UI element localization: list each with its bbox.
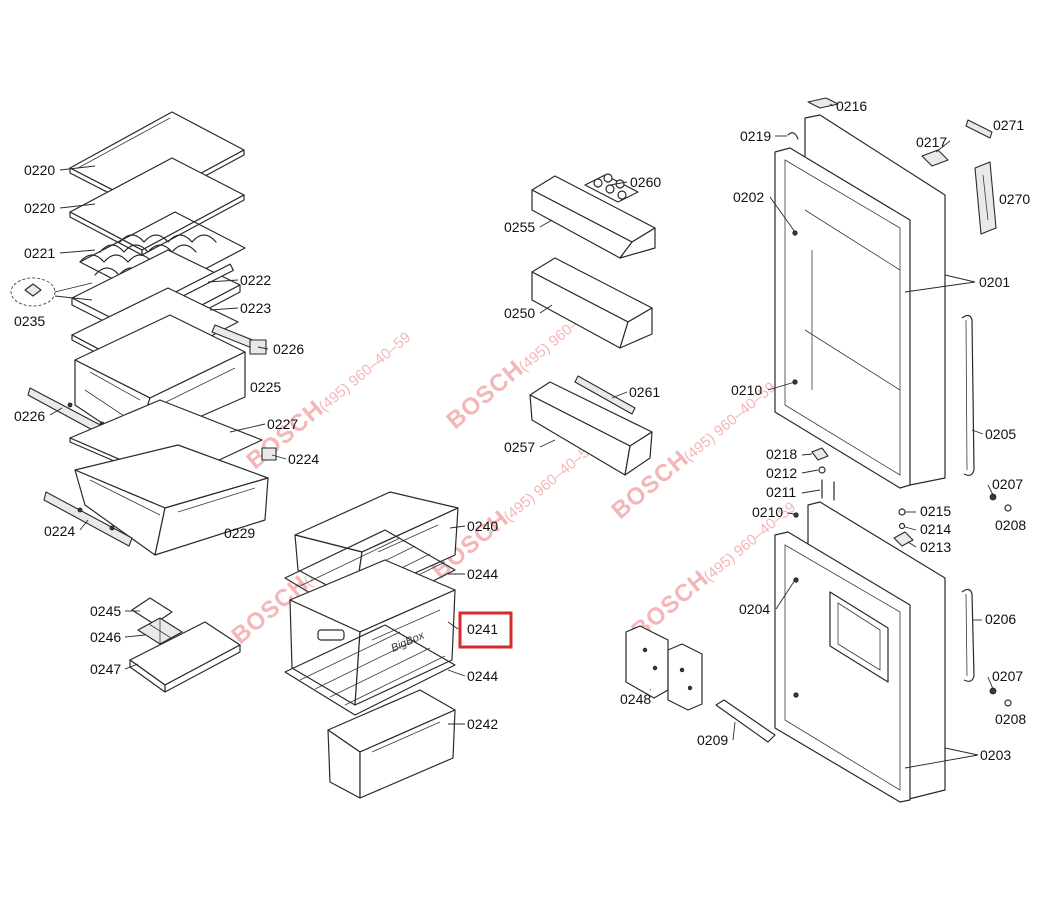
label-0218: 0218 <box>766 446 797 462</box>
label-0207-lower: 0207 <box>992 668 1023 684</box>
highlight-box-0241 <box>458 611 513 649</box>
label-0229: 0229 <box>224 525 255 541</box>
label-0260: 0260 <box>630 174 661 190</box>
upper-handle <box>961 314 975 476</box>
label-0212: 0212 <box>766 465 797 481</box>
watermark-brand: BOSCH <box>442 355 530 435</box>
label-0221: 0221 <box>24 245 55 261</box>
lower-fresh-drawer <box>74 444 269 556</box>
freezer-drawer-bottom <box>327 689 456 799</box>
middle-hinge-parts <box>793 447 1012 707</box>
upper-door <box>774 114 946 489</box>
egg-tray <box>584 173 639 203</box>
label-0242: 0242 <box>467 716 498 732</box>
label-0206: 0206 <box>985 611 1016 627</box>
label-0224-left: 0224 <box>44 523 75 539</box>
label-0244-lower: 0244 <box>467 668 498 684</box>
label-0211: 0211 <box>766 484 796 500</box>
label-0222: 0222 <box>240 272 271 288</box>
label-0204: 0204 <box>739 601 770 617</box>
label-0240: 0240 <box>467 518 498 534</box>
label-0215: 0215 <box>920 503 951 519</box>
label-0225: 0225 <box>250 379 281 395</box>
label-0203: 0203 <box>980 747 1011 763</box>
label-0208-lower: 0208 <box>995 711 1026 727</box>
cold-packs <box>625 625 703 711</box>
label-0210-upper: 0210 <box>731 382 762 398</box>
drawer-rail-lower-right <box>261 447 277 461</box>
label-0217: 0217 <box>916 134 947 150</box>
lower-door <box>774 501 946 803</box>
part-labels: 0220 0220 0221 0222 0223 0235 0226 0225 … <box>14 98 1030 763</box>
label-0270: 0270 <box>999 191 1030 207</box>
clip-detail <box>10 277 93 307</box>
label-0214: 0214 <box>920 521 951 537</box>
label-0213: 0213 <box>920 539 951 555</box>
door-bin-lower <box>529 375 653 476</box>
label-0255: 0255 <box>504 219 535 235</box>
watermark-phone: (495) 960–40–59 <box>681 379 779 465</box>
label-0271: 0271 <box>993 117 1024 133</box>
label-0210-lower: 0210 <box>752 504 783 520</box>
display-panel <box>974 161 997 235</box>
label-0224-right: 0224 <box>288 451 319 467</box>
label-0235: 0235 <box>14 313 45 329</box>
label-0226-left: 0226 <box>14 408 45 424</box>
label-0220-lower: 0220 <box>24 200 55 216</box>
door-top-hinge-cover <box>787 97 949 167</box>
door-bin-middle <box>531 257 653 349</box>
label-0205: 0205 <box>985 426 1016 442</box>
label-0248: 0248 <box>620 691 651 707</box>
drawer-rail-lower-left <box>43 491 133 547</box>
label-0201: 0201 <box>979 274 1010 290</box>
label-0257: 0257 <box>504 439 535 455</box>
label-0241-highlighted: 0241 <box>467 621 498 637</box>
door-bin-upper <box>531 175 656 259</box>
label-0261: 0261 <box>629 384 660 400</box>
label-0247: 0247 <box>90 661 121 677</box>
label-0209: 0209 <box>697 732 728 748</box>
ice-tray-set <box>129 597 241 693</box>
label-0207-upper: 0207 <box>992 476 1023 492</box>
glass-shelf-second <box>69 157 245 256</box>
label-0245: 0245 <box>90 603 121 619</box>
wire-rack-lower <box>284 624 456 716</box>
brand-badge <box>965 119 993 139</box>
label-0226-right: 0226 <box>273 341 304 357</box>
label-0246: 0246 <box>90 629 121 645</box>
lower-handle <box>961 588 975 682</box>
label-0244-upper: 0244 <box>467 566 498 582</box>
bottom-trim-strip <box>715 699 776 743</box>
label-0219: 0219 <box>740 128 771 144</box>
label-0250: 0250 <box>504 305 535 321</box>
leader-lines <box>49 103 994 769</box>
label-0216: 0216 <box>836 98 867 114</box>
label-0208-upper: 0208 <box>995 517 1026 533</box>
label-0220-upper: 0220 <box>24 162 55 178</box>
label-0223: 0223 <box>240 300 271 316</box>
watermark-phone: (495) 960–40–59 <box>316 329 414 415</box>
label-0202: 0202 <box>733 189 764 205</box>
freezer-drawer-bigbox: BigBox <box>289 559 456 706</box>
label-0227: 0227 <box>267 416 298 432</box>
